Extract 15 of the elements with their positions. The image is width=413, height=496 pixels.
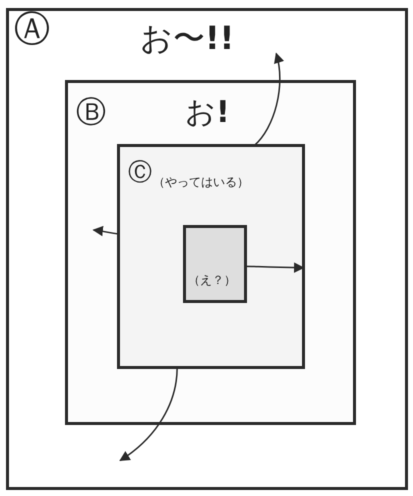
arrow [92,226,119,236]
circled-letter: Ⓑ [76,98,106,128]
note-text: （え？） [188,274,236,286]
inner-frame [117,144,305,369]
note-text: （やってはいる） [153,176,249,188]
arrow [246,262,305,273]
exclamation-text: お! [185,98,230,128]
circled-letter: Ⓐ [14,12,50,48]
outer-frame [6,8,408,490]
arrow [119,367,178,462]
arrow [254,52,284,146]
circled-letter: Ⓒ [128,160,152,184]
core-box [183,225,247,303]
exclamation-text: お〜!! [140,22,234,54]
middle-frame [65,80,356,425]
